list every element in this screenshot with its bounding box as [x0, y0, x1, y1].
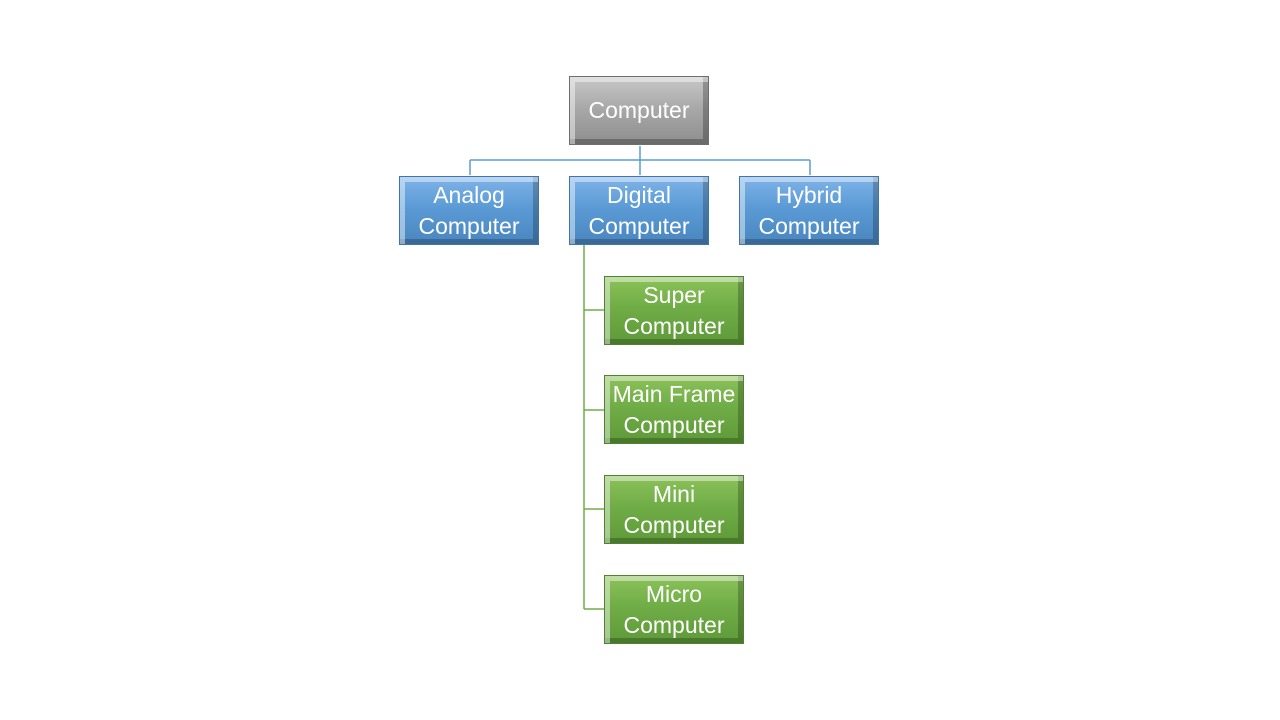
node-micro-line1: Micro: [645, 580, 703, 607]
node-digital-line1: Digital: [607, 181, 671, 208]
node-mini-line2: Computer: [623, 511, 725, 538]
node-mainframe-computer: Main Frame Computer: [604, 375, 744, 444]
node-digital-computer: Digital Computer: [569, 176, 709, 245]
node-mainframe-line1: Main Frame: [612, 380, 736, 407]
node-hybrid-computer: Hybrid Computer: [739, 176, 879, 245]
node-micro-computer: Micro Computer: [604, 575, 744, 644]
node-mainframe-line2: Computer: [623, 411, 725, 438]
node-hybrid-line2: Computer: [758, 212, 860, 239]
node-analog-line1: Analog: [433, 181, 505, 208]
node-super-line2: Computer: [623, 312, 725, 339]
node-mini-computer: Mini Computer: [604, 475, 744, 544]
digital-connectors: [583, 245, 604, 610]
node-micro-line2: Computer: [623, 611, 725, 638]
node-computer-line1: Computer: [588, 97, 690, 123]
node-analog-computer: Analog Computer: [399, 176, 539, 245]
node-hybrid-line1: Hybrid: [775, 181, 843, 208]
node-analog-line2: Computer: [418, 212, 520, 239]
node-computer: Computer: [569, 76, 709, 145]
node-digital-line2: Computer: [588, 212, 690, 239]
node-mini-line1: Mini: [652, 480, 696, 507]
root-connectors: [469, 146, 811, 175]
node-super-line1: Super: [643, 281, 705, 308]
node-super-computer: Super Computer: [604, 276, 744, 345]
